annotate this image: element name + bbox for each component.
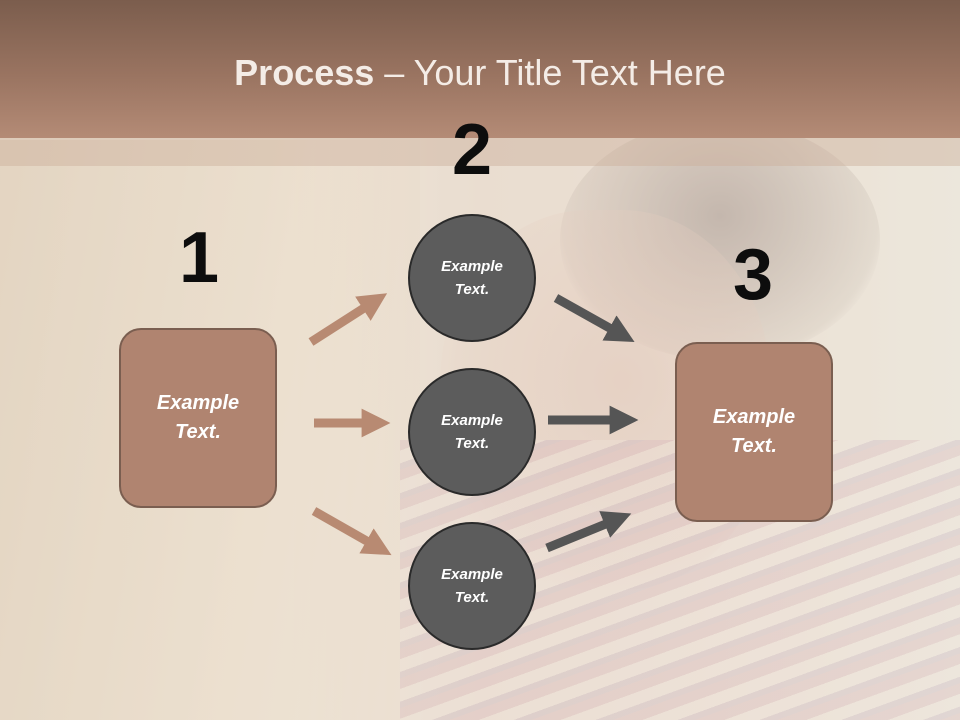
step-number-3: 3 bbox=[732, 235, 774, 315]
slide-title-bold: Process bbox=[234, 52, 375, 93]
step-number-2: 2 bbox=[451, 110, 493, 190]
step-2-circle-top: Example Text. bbox=[408, 214, 536, 342]
slide-title-rest: – Your Title Text Here bbox=[374, 52, 726, 93]
slide-title: Process – Your Title Text Here bbox=[0, 52, 960, 94]
arrow-2c-to-3 bbox=[545, 511, 632, 553]
step-1-box: Example Text. bbox=[119, 328, 277, 508]
arrow-1-to-2a bbox=[308, 293, 388, 346]
step-2-circle-bottom: Example Text. bbox=[408, 522, 536, 650]
arrow-1-to-2c bbox=[311, 507, 392, 556]
title-subband bbox=[0, 138, 960, 166]
step-number-1: 1 bbox=[178, 218, 220, 298]
step-3-box-text: Example Text. bbox=[712, 406, 796, 457]
title-bar bbox=[0, 0, 960, 138]
step-2-circle-middle: Example Text. bbox=[408, 368, 536, 496]
step-1-box-text: Example Text. bbox=[156, 392, 240, 443]
step-3-box: Example Text. bbox=[675, 342, 833, 522]
arrow-2a-to-3 bbox=[553, 294, 635, 343]
